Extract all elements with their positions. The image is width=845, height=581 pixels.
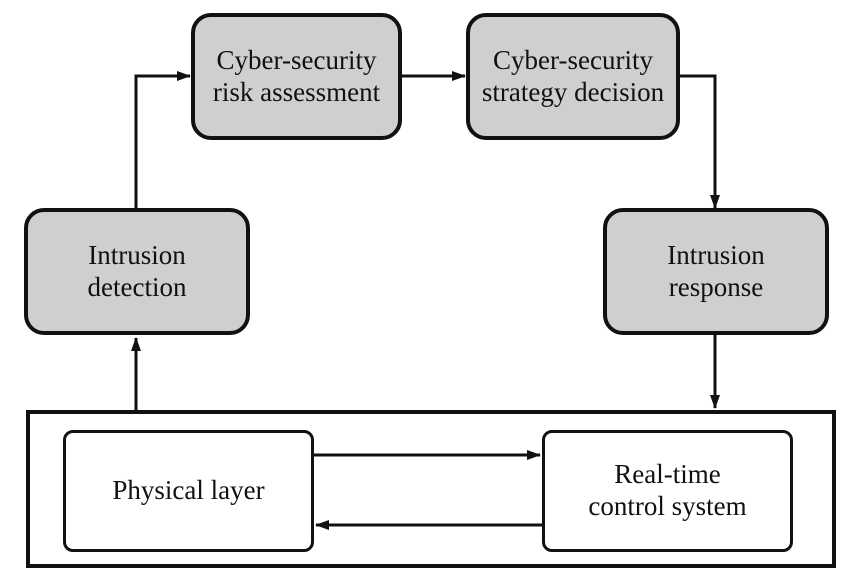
risk-assessment-box: Cyber-security risk assessment	[191, 13, 402, 140]
intrusion-detection-box: Intrusion detection	[24, 208, 250, 335]
arrow-strategy-to-response	[680, 74, 720, 209]
arrow-detection-to-risk	[134, 71, 191, 208]
control-system-line1: Real-time	[614, 459, 721, 490]
strategy-decision-box: Cyber-security strategy decision	[466, 13, 680, 140]
system-container	[26, 410, 836, 568]
intrusion-response-line1: Intrusion	[667, 239, 765, 270]
intrusion-detection-line2: detection	[87, 271, 187, 302]
intrusion-detection-line1: Intrusion	[88, 239, 186, 270]
risk-assessment-line1: Cyber-security	[216, 44, 377, 75]
strategy-decision-line1: Cyber-security	[493, 44, 653, 75]
control-system-box: Real-time control system	[542, 430, 793, 552]
intrusion-response-line2: response	[668, 271, 764, 302]
control-system-line2: control system	[588, 491, 747, 521]
risk-assessment-line2: risk assessment	[212, 76, 381, 107]
physical-layer-box: Physical layer	[63, 430, 314, 552]
intrusion-response-box: Intrusion response	[603, 208, 829, 335]
strategy-decision-line2: strategy decision	[481, 76, 665, 107]
physical-layer-label: Physical layer	[112, 475, 265, 506]
